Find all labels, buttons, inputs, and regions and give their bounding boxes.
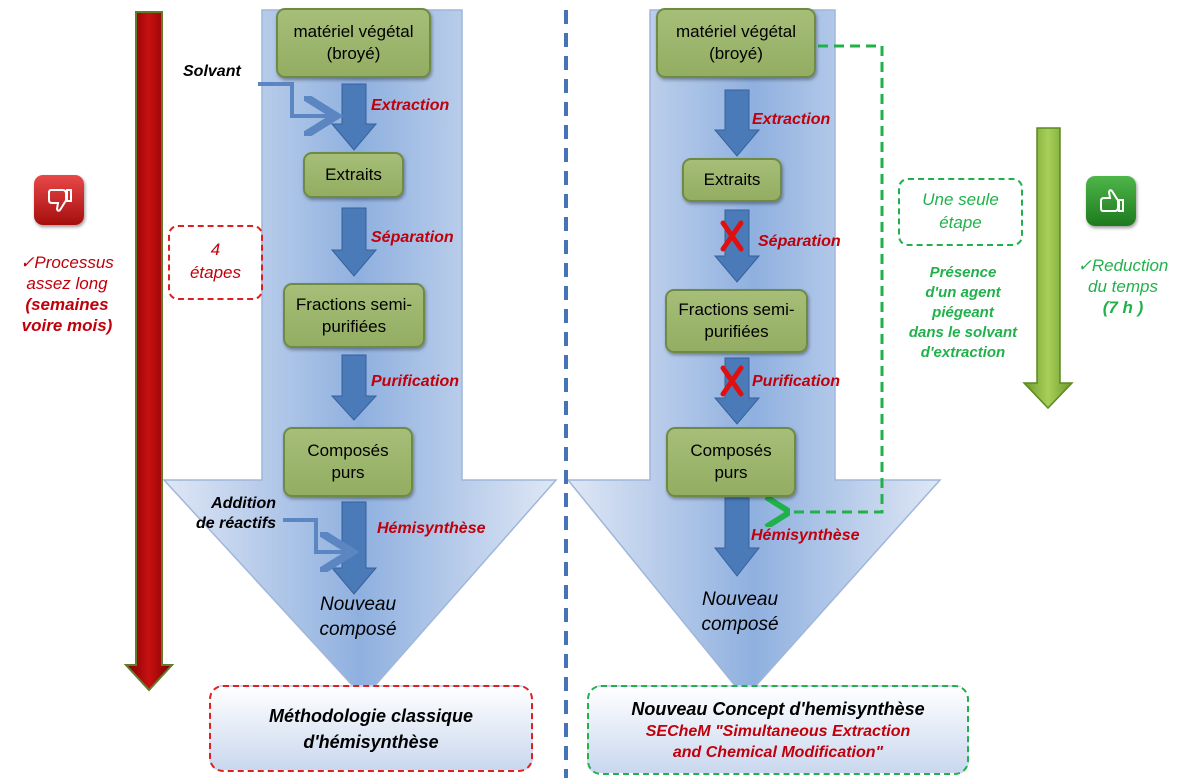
single-step-box xyxy=(898,178,1023,246)
step-label-separation: Séparation xyxy=(371,229,454,246)
step-arrow-right-1 xyxy=(713,89,761,157)
time-arrow-green xyxy=(1022,127,1074,410)
step-arrow-right-4 xyxy=(713,497,761,577)
side-note-line: voire mois) xyxy=(21,316,113,335)
footer-line: Nouveau Concept d'hemisynthèse xyxy=(631,699,925,719)
footer-line: SECheM "Simultaneous Extraction xyxy=(645,723,911,740)
side-note-line: (semaines xyxy=(25,295,109,314)
process-box-fractions: Fractions semi-purifiées xyxy=(665,289,808,353)
side-note-line: du temps xyxy=(1088,277,1158,296)
side-note-line: ✓Reduction xyxy=(1077,256,1169,275)
process-box-fractions: Fractions semi-purifiées xyxy=(283,283,425,348)
step-label-separation: Séparation xyxy=(758,233,841,250)
process-box-plant-material: matériel végétal (broyé) xyxy=(276,8,431,78)
process-box-extracts: Extraits xyxy=(303,152,404,198)
thumbs-up-icon xyxy=(1086,176,1136,226)
reagent-label: Addition de réactifs xyxy=(196,494,276,534)
reagent-label-line: de réactifs xyxy=(196,515,277,532)
shortcut-connector xyxy=(784,44,884,512)
footer-new-concept: Nouveau Concept d'hemisynthèse SECheM "S… xyxy=(587,685,969,775)
process-box-plant-material: matériel végétal (broyé) xyxy=(656,8,816,78)
side-note-line: ✓Processus xyxy=(20,253,114,272)
step-label-extraction: Extraction xyxy=(752,111,831,128)
new-compound-label: Nouveau composé xyxy=(308,592,408,642)
trapping-agent-line: Présence xyxy=(929,264,997,281)
process-box-pure-compounds: Composés purs xyxy=(283,427,413,497)
step-label-hemisynthesis: Hémisynthèse xyxy=(751,527,860,544)
solvant-connector xyxy=(258,82,328,116)
steps-count-label: 4 étapes xyxy=(168,238,263,284)
steps-count-line: étapes xyxy=(189,263,242,282)
footer-line: and Chemical Modification" xyxy=(672,744,884,761)
footer-line: Méthodologie classique xyxy=(268,705,474,726)
steps-count-line: 4 xyxy=(210,240,221,259)
footer-line: d'hémisynthèse xyxy=(303,731,439,752)
time-arrow-red xyxy=(123,11,175,692)
step-arrow-left-3 xyxy=(330,354,378,421)
thumbs-down-icon xyxy=(34,175,84,225)
single-step-label: Une seule étape xyxy=(898,188,1023,234)
single-step-line: étape xyxy=(939,213,982,232)
trapping-agent-line: piégeant xyxy=(932,304,994,321)
side-note-line: assez long xyxy=(26,274,108,293)
step-label-extraction: Extraction xyxy=(371,97,450,114)
reagent-label-line: Addition xyxy=(211,495,277,512)
footer-classic-method: Méthodologie classique d'hémisynthèse xyxy=(209,685,533,772)
big-arrow-left xyxy=(162,9,558,700)
reagent-connector xyxy=(283,518,344,552)
cross-icon xyxy=(720,220,744,252)
new-compound-line: Nouveau xyxy=(319,594,397,615)
steps-count-box xyxy=(168,225,263,300)
trapping-agent-line: d'un agent xyxy=(925,284,1001,301)
new-compound-line: Nouveau xyxy=(701,589,779,610)
step-arrow-left-2 xyxy=(330,207,378,277)
solvant-label: Solvant xyxy=(183,63,241,80)
big-arrow-right xyxy=(566,9,942,700)
step-label-hemisynthesis: Hémisynthèse xyxy=(377,520,486,537)
process-box-pure-compounds: Composés purs xyxy=(666,427,796,497)
new-compound-line: composé xyxy=(701,614,779,635)
new-compound-line: composé xyxy=(319,619,397,640)
left-side-note: ✓Processus assez long (semaines voire mo… xyxy=(2,252,132,336)
right-side-note: ✓Reduction du temps (7 h ) xyxy=(1058,255,1188,318)
trapping-agent-line: dans le solvant xyxy=(908,324,1018,341)
process-box-extracts: Extraits xyxy=(682,158,782,202)
step-label-purification: Purification xyxy=(371,373,460,390)
step-label-purification: Purification xyxy=(752,373,841,390)
trapping-agent-note: Présence d'un agent piégeant dans le sol… xyxy=(888,263,1038,363)
single-step-line: Une seule xyxy=(922,190,999,209)
new-compound-label: Nouveau composé xyxy=(690,587,790,637)
trapping-agent-line: d'extraction xyxy=(920,344,1006,361)
side-note-line: (7 h ) xyxy=(1102,298,1144,317)
cross-icon xyxy=(720,365,744,397)
